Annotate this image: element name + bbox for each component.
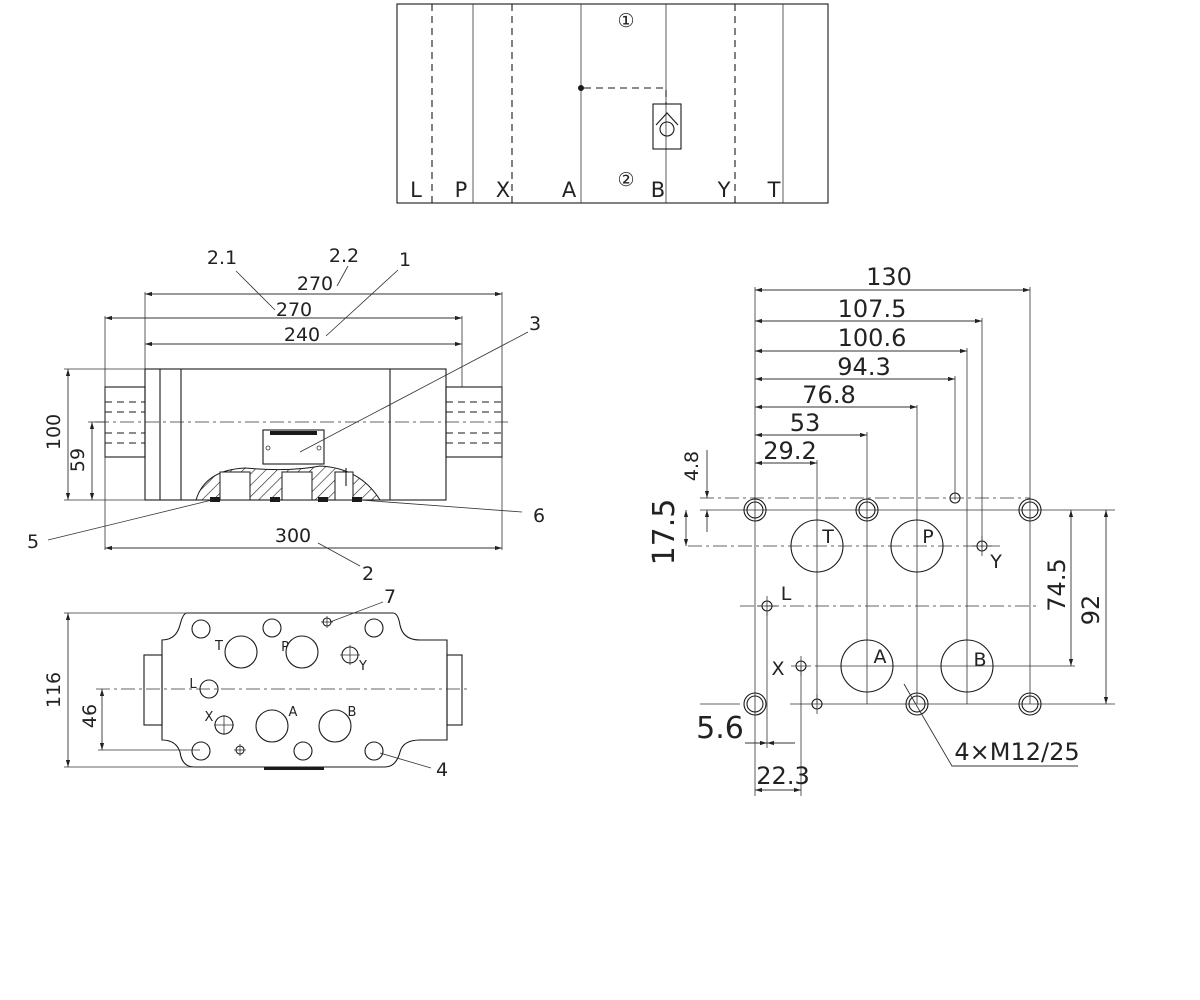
dim-300: 300 (275, 525, 311, 547)
iface-port-X: X (771, 658, 784, 680)
callout-5: 5 (27, 531, 39, 553)
top-port-X: X (205, 710, 214, 725)
dim-107-5: 107.5 (838, 295, 907, 323)
dim-240: 240 (284, 324, 320, 346)
iface-port-L: L (781, 583, 792, 605)
schematic-port-B: B (651, 178, 665, 202)
dim-74-5: 74.5 (1043, 558, 1071, 611)
dim-53: 53 (790, 409, 821, 437)
dim-29-2: 29.2 (763, 437, 816, 465)
dim-5-6: 5.6 (696, 711, 744, 746)
callout-3: 3 (529, 313, 541, 335)
top-port-P: P (281, 640, 289, 655)
dim-116: 116 (43, 672, 65, 708)
dim-4-8: 4.8 (681, 451, 703, 481)
iface-port-Y: Y (989, 551, 1002, 573)
callout-7: 7 (384, 586, 396, 608)
hydraulic-schematic: ① ② L P X A B Y T (396, 3, 829, 204)
top-view-outline (161, 612, 448, 768)
dim-100-6: 100.6 (838, 324, 907, 352)
position-2-label: ② (617, 169, 634, 191)
callout-2-2: 2.2 (329, 245, 359, 267)
schematic-port-Y: Y (717, 178, 731, 202)
schematic-port-T: T (767, 178, 781, 202)
front-view: 270 270 240 300 100 59 2.1 2.2 1 3 5 6 2 (27, 245, 545, 585)
dim-100: 100 (43, 414, 65, 450)
top-view: T P Y L X A B 116 46 7 4 (43, 586, 470, 781)
top-port-A: A (289, 705, 298, 720)
top-port-T: T (214, 639, 223, 654)
iface-port-B: B (973, 649, 986, 671)
schematic-port-A: A (562, 178, 577, 202)
dim-130: 130 (866, 263, 912, 291)
junction-dot (578, 85, 584, 91)
top-port-B: B (348, 705, 357, 720)
callout-4: 4 (436, 759, 448, 781)
interface-view: 130 107.5 100.6 94.3 76.8 53 29.2 (647, 263, 1115, 796)
iface-port-P: P (922, 526, 933, 548)
schematic-port-L: L (410, 178, 422, 202)
dim-46: 46 (79, 704, 101, 728)
callout-6: 6 (533, 505, 545, 527)
dim-270-upper: 270 (276, 299, 312, 321)
dim-22-3: 22.3 (756, 762, 809, 790)
dim-59: 59 (67, 448, 89, 472)
top-port-L: L (189, 677, 197, 692)
iface-port-T: T (821, 526, 834, 548)
left-stub (143, 654, 163, 726)
nameplate (262, 429, 325, 465)
dim-270-top: 270 (297, 273, 333, 295)
iface-port-A: A (874, 646, 887, 668)
position-1-label: ① (617, 10, 634, 32)
port-A-circle (840, 639, 894, 693)
right-stub (446, 654, 463, 726)
top-port-Y: Y (358, 659, 367, 674)
port-P-circle (890, 519, 944, 573)
thread-note: 4×M12/25 (954, 738, 1079, 766)
schematic-port-X: X (496, 178, 510, 202)
schematic-port-P: P (455, 178, 468, 202)
port-T-circle (790, 519, 844, 573)
callout-2: 2 (362, 563, 374, 585)
dim-17-5: 17.5 (647, 499, 682, 566)
check-valve-ball (659, 121, 675, 137)
callout-1: 1 (399, 249, 411, 271)
dim-94-3: 94.3 (837, 353, 890, 381)
dim-92: 92 (1077, 595, 1105, 626)
port-B-circle (940, 639, 994, 693)
callout-2-1: 2.1 (207, 247, 237, 269)
check-valve-body (652, 103, 682, 150)
dim-76-8: 76.8 (802, 381, 855, 409)
